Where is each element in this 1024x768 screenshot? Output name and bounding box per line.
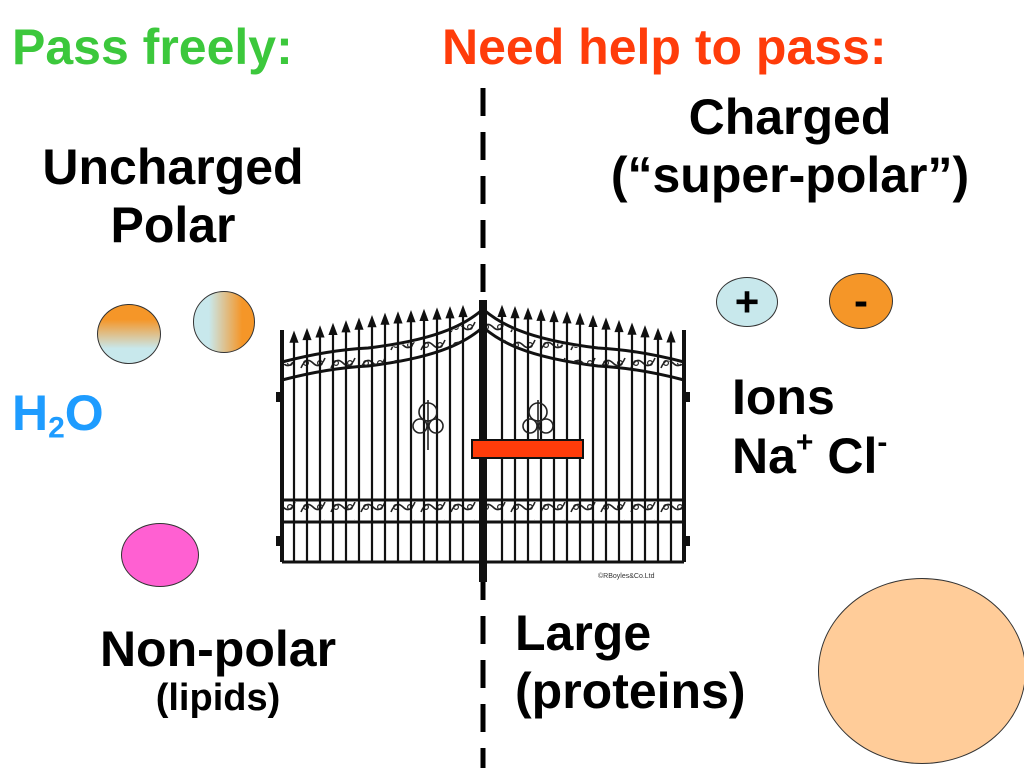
gate-spike <box>510 306 520 319</box>
gate-spike <box>640 325 650 338</box>
gate-spike <box>380 312 390 325</box>
cl-symbol: Cl <box>827 428 878 484</box>
gate-spike <box>341 320 351 333</box>
dashed-divider <box>480 88 486 768</box>
minus-sign: - <box>854 277 868 324</box>
polar-molecule-ball <box>193 291 255 353</box>
charged-label: Charged (“super-polar”) <box>540 88 1024 204</box>
gate-spike <box>497 304 507 317</box>
positive-ion-ball: + <box>716 277 778 327</box>
pass-freely-heading: Pass freely: <box>12 19 293 75</box>
gate-spike <box>575 312 585 325</box>
water-subscript: 2 <box>48 411 65 445</box>
water-h: H <box>12 385 49 441</box>
na-charge: + <box>795 426 814 459</box>
gate-lock-bar <box>471 439 584 459</box>
large-proteins-label: Large (proteins) <box>515 604 746 720</box>
nonpolar-molecule-ball <box>121 523 199 587</box>
gate-spike <box>367 314 377 328</box>
gate-spike <box>601 317 611 330</box>
gate-spike <box>432 307 442 320</box>
gate-spike <box>406 309 416 323</box>
charged-line: Charged <box>688 89 892 145</box>
gate-illustration: ©RBoyles&Co.Ltd <box>276 300 690 582</box>
protein-ball <box>818 578 1024 764</box>
gate-spike <box>523 307 533 320</box>
gate-spike <box>419 308 429 321</box>
gate-spike <box>328 322 338 335</box>
need-help-heading: Need help to pass: <box>442 19 887 75</box>
gate-spike <box>289 330 299 343</box>
gate-spike <box>627 322 637 335</box>
gate-spike <box>445 306 455 319</box>
negative-ion-ball: - <box>829 273 893 329</box>
large-line: Large <box>515 605 652 661</box>
gate-spike <box>653 327 663 340</box>
gate-spike <box>536 308 546 321</box>
ions-formula: Na+ Cl- <box>732 426 887 485</box>
gate-spike <box>458 304 468 318</box>
cl-charge: - <box>877 426 888 459</box>
gate-spike <box>666 330 676 343</box>
gate-spike <box>562 311 572 324</box>
polar-line: Polar <box>110 197 236 253</box>
gate-spike <box>354 317 364 330</box>
uncharged-polar-label: Uncharged Polar <box>8 138 338 254</box>
water-formula: H2O <box>12 384 104 446</box>
uncharged-line: Uncharged <box>42 139 304 195</box>
lipids-line: (lipids) <box>155 677 281 719</box>
super-polar-line: (“super-polar”) <box>610 147 970 203</box>
ions-label: Ions Na+ Cl- <box>732 368 887 485</box>
gate-spike <box>588 314 598 327</box>
polar-molecule-ball <box>97 304 161 364</box>
water-o: O <box>64 385 104 441</box>
gate-watermark: ©RBoyles&Co.Ltd <box>598 572 655 580</box>
gate-spike <box>614 319 624 333</box>
na-symbol: Na <box>732 428 796 484</box>
gate-spike <box>549 309 559 323</box>
gate-spike <box>302 327 312 341</box>
gate-spike <box>315 325 325 338</box>
gate-spike <box>393 311 403 324</box>
proteins-line: (proteins) <box>515 663 746 719</box>
nonpolar-line: Non-polar <box>99 621 337 677</box>
nonpolar-label: Non-polar (lipids) <box>48 620 388 720</box>
plus-sign: + <box>734 278 760 325</box>
ions-title: Ions <box>732 369 835 425</box>
